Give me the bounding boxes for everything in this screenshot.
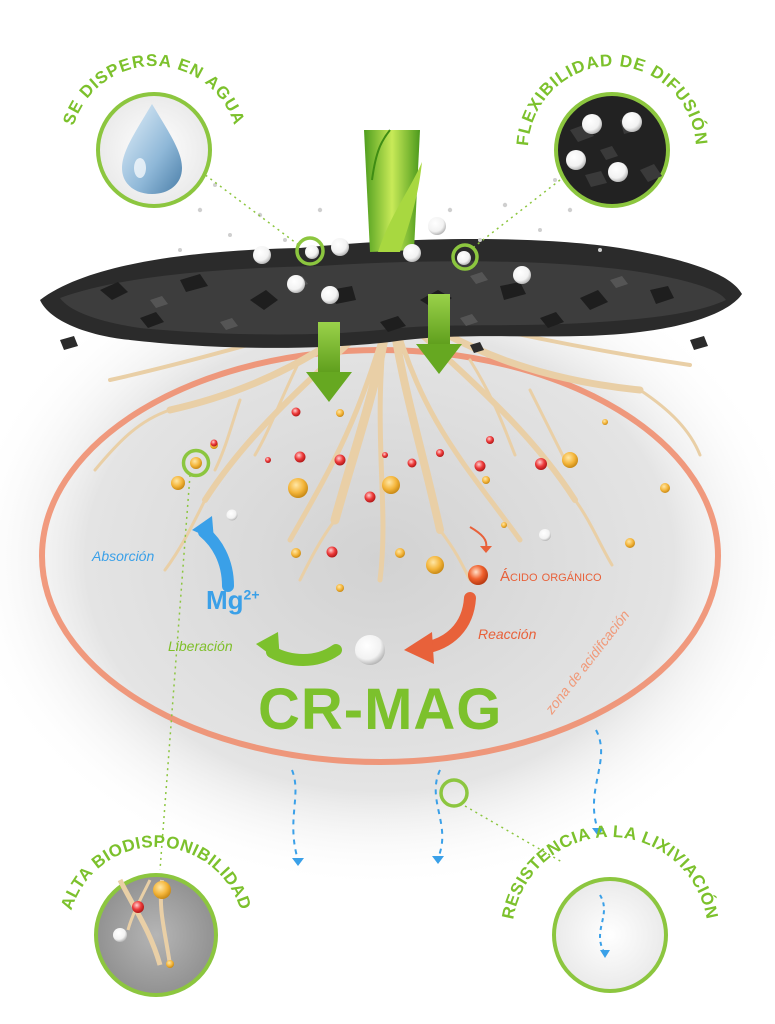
gold-particle-highlighted xyxy=(190,457,202,469)
organic-acid-label: Ácido orgánico xyxy=(500,568,602,585)
leaching-arrowheads xyxy=(292,828,604,866)
feature-circle-br xyxy=(552,877,668,993)
small-orange-arrow xyxy=(469,526,492,553)
particles-white xyxy=(226,509,551,541)
absorption-label: Absorción xyxy=(92,548,155,564)
highlight-ring-leaching xyxy=(439,778,469,808)
down-arrow-right xyxy=(416,294,462,374)
magnesium-ion-label: Mg2+ xyxy=(206,585,260,616)
organic-acid-particle xyxy=(468,565,488,585)
particles-gold xyxy=(171,409,670,592)
leaching-paths xyxy=(291,729,603,861)
mg-symbol: Mg xyxy=(206,585,244,615)
soil-layer xyxy=(40,239,742,353)
absorption-arrow xyxy=(192,516,234,592)
particles-red xyxy=(210,407,547,558)
liberation-label: Liberación xyxy=(168,638,233,654)
plant-stem xyxy=(364,129,422,252)
cr-mag-pearls-soil xyxy=(253,217,531,304)
highlight-ring-soil-right xyxy=(451,243,479,271)
feature-circle-bl xyxy=(94,873,218,997)
feature-diffusion-flexibility: FLEXIBILIDAD DE DIFUSIÓN xyxy=(513,51,710,208)
liberation-arrow xyxy=(256,632,342,666)
highlight-ring-soil-left xyxy=(295,236,325,266)
down-arrow-left xyxy=(306,322,352,402)
cr-mag-pearl-center xyxy=(355,635,385,665)
mg-charge: 2+ xyxy=(243,586,260,603)
highlight-ring-absorption xyxy=(181,448,211,478)
reaction-arrow xyxy=(404,592,476,664)
connector-lines xyxy=(159,167,563,871)
reaction-label: Reacción xyxy=(478,626,537,642)
sprinkle-dots xyxy=(178,178,602,252)
feature-disperses-in-water: SE DISPERSA EN AGUA xyxy=(59,51,248,208)
product-name: CR-MAG xyxy=(258,677,503,742)
